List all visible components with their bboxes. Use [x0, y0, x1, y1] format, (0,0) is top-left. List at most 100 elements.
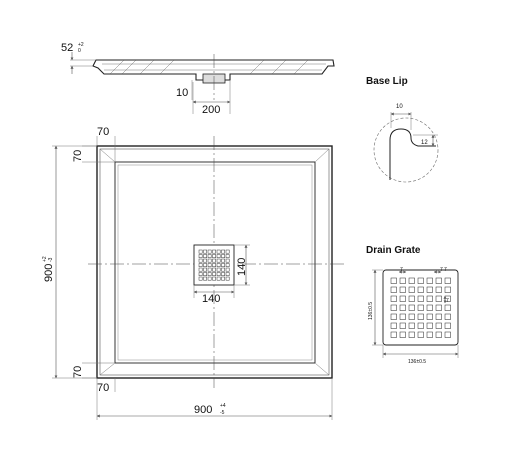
grate-hole	[198, 263, 203, 267]
grate-hole	[408, 304, 415, 311]
base-lip-dim-top: 10	[396, 104, 403, 110]
grate-hole	[221, 263, 225, 267]
grate-pitch-label-b: 7	[440, 267, 443, 273]
grate-hole	[435, 313, 442, 320]
grate-hole	[216, 267, 221, 272]
tray-outer-edge-inner	[99, 148, 330, 376]
grate-hole	[417, 313, 424, 320]
grate-hole	[390, 331, 397, 338]
grate-hole	[426, 277, 433, 284]
grate-hole	[444, 277, 451, 284]
grate-hole	[212, 254, 216, 258]
side-profile-view: 52 +2 0 10 200	[61, 42, 335, 116]
grate-hole	[203, 258, 207, 263]
grate-hole	[212, 258, 216, 263]
grate-hole	[417, 286, 424, 293]
grate-hole	[408, 286, 415, 293]
plan-grate-width-label: 140	[202, 293, 220, 305]
grate-hole	[417, 304, 424, 311]
outlet-depth-label: 10	[176, 87, 188, 99]
grate-hole	[390, 277, 397, 284]
grate-hole	[225, 254, 230, 258]
tray-basin-inner	[117, 164, 313, 361]
plan-grate-height-label: 140	[236, 258, 248, 276]
grate-hole	[203, 263, 207, 267]
drain-grate-detail: Drain Grate 7 7 7 7 136±0.5 136±0.5	[366, 245, 459, 365]
grate-hole	[225, 263, 230, 267]
grate-hole	[207, 249, 212, 254]
overall-height-tol-upper: +2	[42, 256, 48, 262]
overall-width-tol-lower: -5	[220, 410, 225, 416]
grate-hole	[417, 295, 424, 302]
grate-hole	[225, 267, 230, 272]
grate-pitch-label-c: 7	[444, 267, 447, 273]
grate-hole	[408, 277, 415, 284]
grate-hole	[435, 331, 442, 338]
grate-hole	[408, 313, 415, 320]
grate-hole	[207, 267, 212, 272]
overall-width-tol-upper: +4	[220, 403, 226, 409]
edge-left-top-label: 70	[72, 150, 84, 162]
grate-hole	[399, 322, 406, 329]
grate-hole	[444, 304, 451, 311]
grate-hole	[426, 322, 433, 329]
edge-bottom-left-label: 70	[97, 382, 109, 394]
grate-hole	[203, 249, 207, 254]
grate-hole	[399, 313, 406, 320]
overall-height-label: 900	[43, 264, 55, 282]
grate-hole	[198, 254, 203, 258]
grate-hole	[399, 304, 406, 311]
grate-hole	[444, 313, 451, 320]
grate-hole	[408, 295, 415, 302]
tray-outer-edge	[96, 145, 333, 379]
grate-hole	[203, 254, 207, 258]
grate-hole	[212, 267, 216, 272]
grate-hole	[426, 304, 433, 311]
grate-hole	[221, 258, 225, 263]
grate-hole	[225, 258, 230, 263]
base-lip-dim-side: 12	[421, 140, 428, 146]
grate-hole	[198, 258, 203, 263]
grate-hole	[216, 272, 221, 276]
grate-hole	[212, 263, 216, 267]
grate-hole	[225, 272, 230, 276]
grate-hole	[225, 249, 230, 254]
grate-hole	[390, 304, 397, 311]
grate-hole	[444, 286, 451, 293]
grate-hole	[435, 322, 442, 329]
edge-left-bottom-label: 70	[72, 366, 84, 378]
grate-hole	[417, 322, 424, 329]
grate-hole	[435, 286, 442, 293]
grate-hole	[207, 258, 212, 263]
grate-hole	[212, 272, 216, 276]
section-hatching	[109, 59, 309, 75]
grate-hole	[221, 276, 225, 281]
grate-hole	[435, 304, 442, 311]
grate-hole	[399, 286, 406, 293]
grate-hole	[221, 267, 225, 272]
grate-hole	[435, 295, 442, 302]
edge-top-left-label: 70	[97, 126, 109, 138]
grate-hole	[216, 258, 221, 263]
grate-hole	[207, 276, 212, 281]
base-lip-detail: Base Lip 10 12	[366, 76, 439, 183]
grate-hole	[390, 313, 397, 320]
grate-hole	[216, 254, 221, 258]
grate-hole	[426, 313, 433, 320]
grate-hole	[417, 277, 424, 284]
grate-hole	[221, 254, 225, 258]
drain-grate-title: Drain Grate	[366, 245, 421, 256]
base-lip-title: Base Lip	[366, 76, 408, 87]
grate-hole	[212, 276, 216, 281]
grate-hole	[216, 276, 221, 281]
grate-hole	[399, 295, 406, 302]
detail-grate-frame	[382, 269, 459, 346]
grate-hole	[216, 249, 221, 254]
outlet-width-label: 200	[202, 104, 220, 116]
grate-hole	[435, 277, 442, 284]
profile-height-tol-upper: +2	[78, 42, 84, 48]
grate-pitch-label-a: 7	[400, 267, 403, 273]
tray-basin	[114, 161, 316, 364]
overall-width-label: 900	[194, 404, 212, 416]
